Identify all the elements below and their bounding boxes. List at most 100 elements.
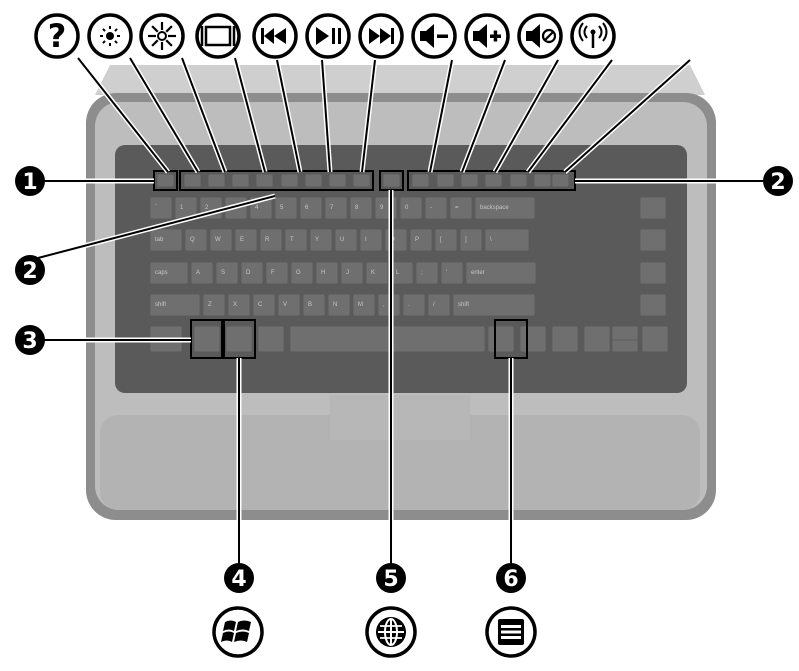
function-key[interactable] xyxy=(411,173,430,188)
nav-key[interactable] xyxy=(639,293,667,317)
function-key[interactable] xyxy=(382,173,401,188)
function-key[interactable] xyxy=(255,173,274,188)
keyboard-key[interactable] xyxy=(257,325,285,353)
keyboard-key[interactable]: ` xyxy=(149,196,173,220)
keyboard-key[interactable]: S xyxy=(215,261,239,285)
keyboard-key[interactable]: ] xyxy=(459,228,483,252)
svg-text:U: U xyxy=(340,237,344,243)
nav-key[interactable] xyxy=(639,261,667,285)
svg-text:M: M xyxy=(358,302,363,308)
keyboard-key[interactable] xyxy=(225,325,253,353)
function-key[interactable] xyxy=(207,173,226,188)
keyboard-key[interactable]: shift xyxy=(149,293,201,317)
keyboard-key[interactable]: L xyxy=(390,261,414,285)
function-key[interactable] xyxy=(551,173,570,188)
keyboard-key[interactable]: B xyxy=(302,293,326,317)
keyboard-key[interactable]: J xyxy=(340,261,364,285)
brightness-down-icon xyxy=(87,13,133,59)
keyboard-key[interactable]: Q xyxy=(184,228,208,252)
keyboard-key[interactable]: 0 xyxy=(399,196,423,220)
svg-text:': ' xyxy=(446,270,447,276)
function-key[interactable] xyxy=(352,173,371,188)
keyboard-key[interactable]: = xyxy=(449,196,473,220)
keyboard-key[interactable] xyxy=(551,325,579,353)
keyboard-key[interactable]: E xyxy=(234,228,258,252)
keyboard-key[interactable]: backspace xyxy=(474,196,536,220)
svg-text:-: - xyxy=(430,205,432,211)
function-key[interactable] xyxy=(231,173,250,188)
keyboard-key[interactable]: N xyxy=(327,293,351,317)
keyboard-key[interactable]: Z xyxy=(202,293,226,317)
keyboard-key[interactable] xyxy=(641,325,669,353)
keyboard-key[interactable]: shift xyxy=(452,293,536,317)
svg-text:R: R xyxy=(265,237,270,243)
keyboard-key[interactable]: H xyxy=(315,261,339,285)
function-key[interactable] xyxy=(183,173,202,188)
keyboard-key[interactable]: V xyxy=(277,293,301,317)
keyboard-key[interactable]: / xyxy=(427,293,451,317)
keyboard-key[interactable]: 5 xyxy=(274,196,298,220)
keyboard-key[interactable]: D xyxy=(240,261,264,285)
callout-number: 1 xyxy=(22,170,37,195)
keyboard-key[interactable]: . xyxy=(402,293,426,317)
keyboard-key[interactable] xyxy=(519,325,547,353)
keyboard-key[interactable]: - xyxy=(424,196,448,220)
function-key[interactable] xyxy=(436,173,455,188)
function-key[interactable] xyxy=(328,173,347,188)
keyboard-key[interactable]: A xyxy=(190,261,214,285)
keyboard-key[interactable]: ; xyxy=(415,261,439,285)
keyboard-key[interactable]: P xyxy=(409,228,433,252)
keyboard-key[interactable] xyxy=(487,325,515,353)
keyboard-key[interactable] xyxy=(193,325,221,353)
svg-text:Z: Z xyxy=(208,302,212,308)
keyboard-key[interactable]: U xyxy=(334,228,358,252)
keyboard-key[interactable]: X xyxy=(227,293,251,317)
play-pause-icon xyxy=(305,13,351,59)
keyboard-key[interactable]: 6 xyxy=(299,196,323,220)
keyboard-key[interactable]: F xyxy=(265,261,289,285)
keyboard-key[interactable]: T xyxy=(284,228,308,252)
keyboard-key[interactable]: O xyxy=(384,228,408,252)
keyboard-key[interactable]: tab xyxy=(149,228,183,252)
keyboard-key[interactable]: [ xyxy=(434,228,458,252)
function-key[interactable] xyxy=(509,173,528,188)
function-key[interactable] xyxy=(304,173,323,188)
svg-text:caps: caps xyxy=(155,270,168,276)
keyboard-key[interactable]: C xyxy=(252,293,276,317)
keyboard-key[interactable]: 8 xyxy=(349,196,373,220)
palm-rest-lower xyxy=(100,415,700,510)
svg-text:4: 4 xyxy=(255,205,259,211)
down-arrow-key[interactable] xyxy=(611,339,639,353)
keyboard-key[interactable]: K xyxy=(365,261,389,285)
svg-text:Q: Q xyxy=(190,237,195,243)
function-key[interactable] xyxy=(280,173,299,188)
keyboard-key[interactable] xyxy=(583,325,611,353)
keyboard-key[interactable]: G xyxy=(290,261,314,285)
leader-line xyxy=(527,59,613,173)
function-key[interactable] xyxy=(156,173,175,188)
keyboard-key[interactable]: enter xyxy=(465,261,537,285)
svg-text:C: C xyxy=(258,302,263,308)
svg-text:N: N xyxy=(333,302,337,308)
callout-2b: 2 xyxy=(763,166,793,196)
svg-text:2: 2 xyxy=(205,205,209,211)
function-key[interactable] xyxy=(460,173,479,188)
keyboard-key[interactable]: W xyxy=(209,228,233,252)
keyboard-key[interactable]: I xyxy=(359,228,383,252)
function-key[interactable] xyxy=(484,173,503,188)
keyboard-key[interactable]: 7 xyxy=(324,196,348,220)
nav-key[interactable] xyxy=(639,196,667,220)
keyboard-key[interactable]: ' xyxy=(440,261,464,285)
function-key[interactable] xyxy=(533,173,552,188)
svg-text:backspace: backspace xyxy=(480,205,509,211)
keyboard-key[interactable]: R xyxy=(259,228,283,252)
keyboard-key[interactable]: 9 xyxy=(374,196,398,220)
keyboard-key[interactable]: \ xyxy=(484,228,530,252)
keyboard-key[interactable] xyxy=(289,325,486,353)
svg-text:8: 8 xyxy=(355,205,359,211)
keyboard-key[interactable]: caps xyxy=(149,261,189,285)
keyboard-key[interactable]: M xyxy=(352,293,376,317)
nav-key[interactable] xyxy=(639,228,667,252)
keyboard-key[interactable]: Y xyxy=(309,228,333,252)
svg-text:shift: shift xyxy=(458,302,469,308)
